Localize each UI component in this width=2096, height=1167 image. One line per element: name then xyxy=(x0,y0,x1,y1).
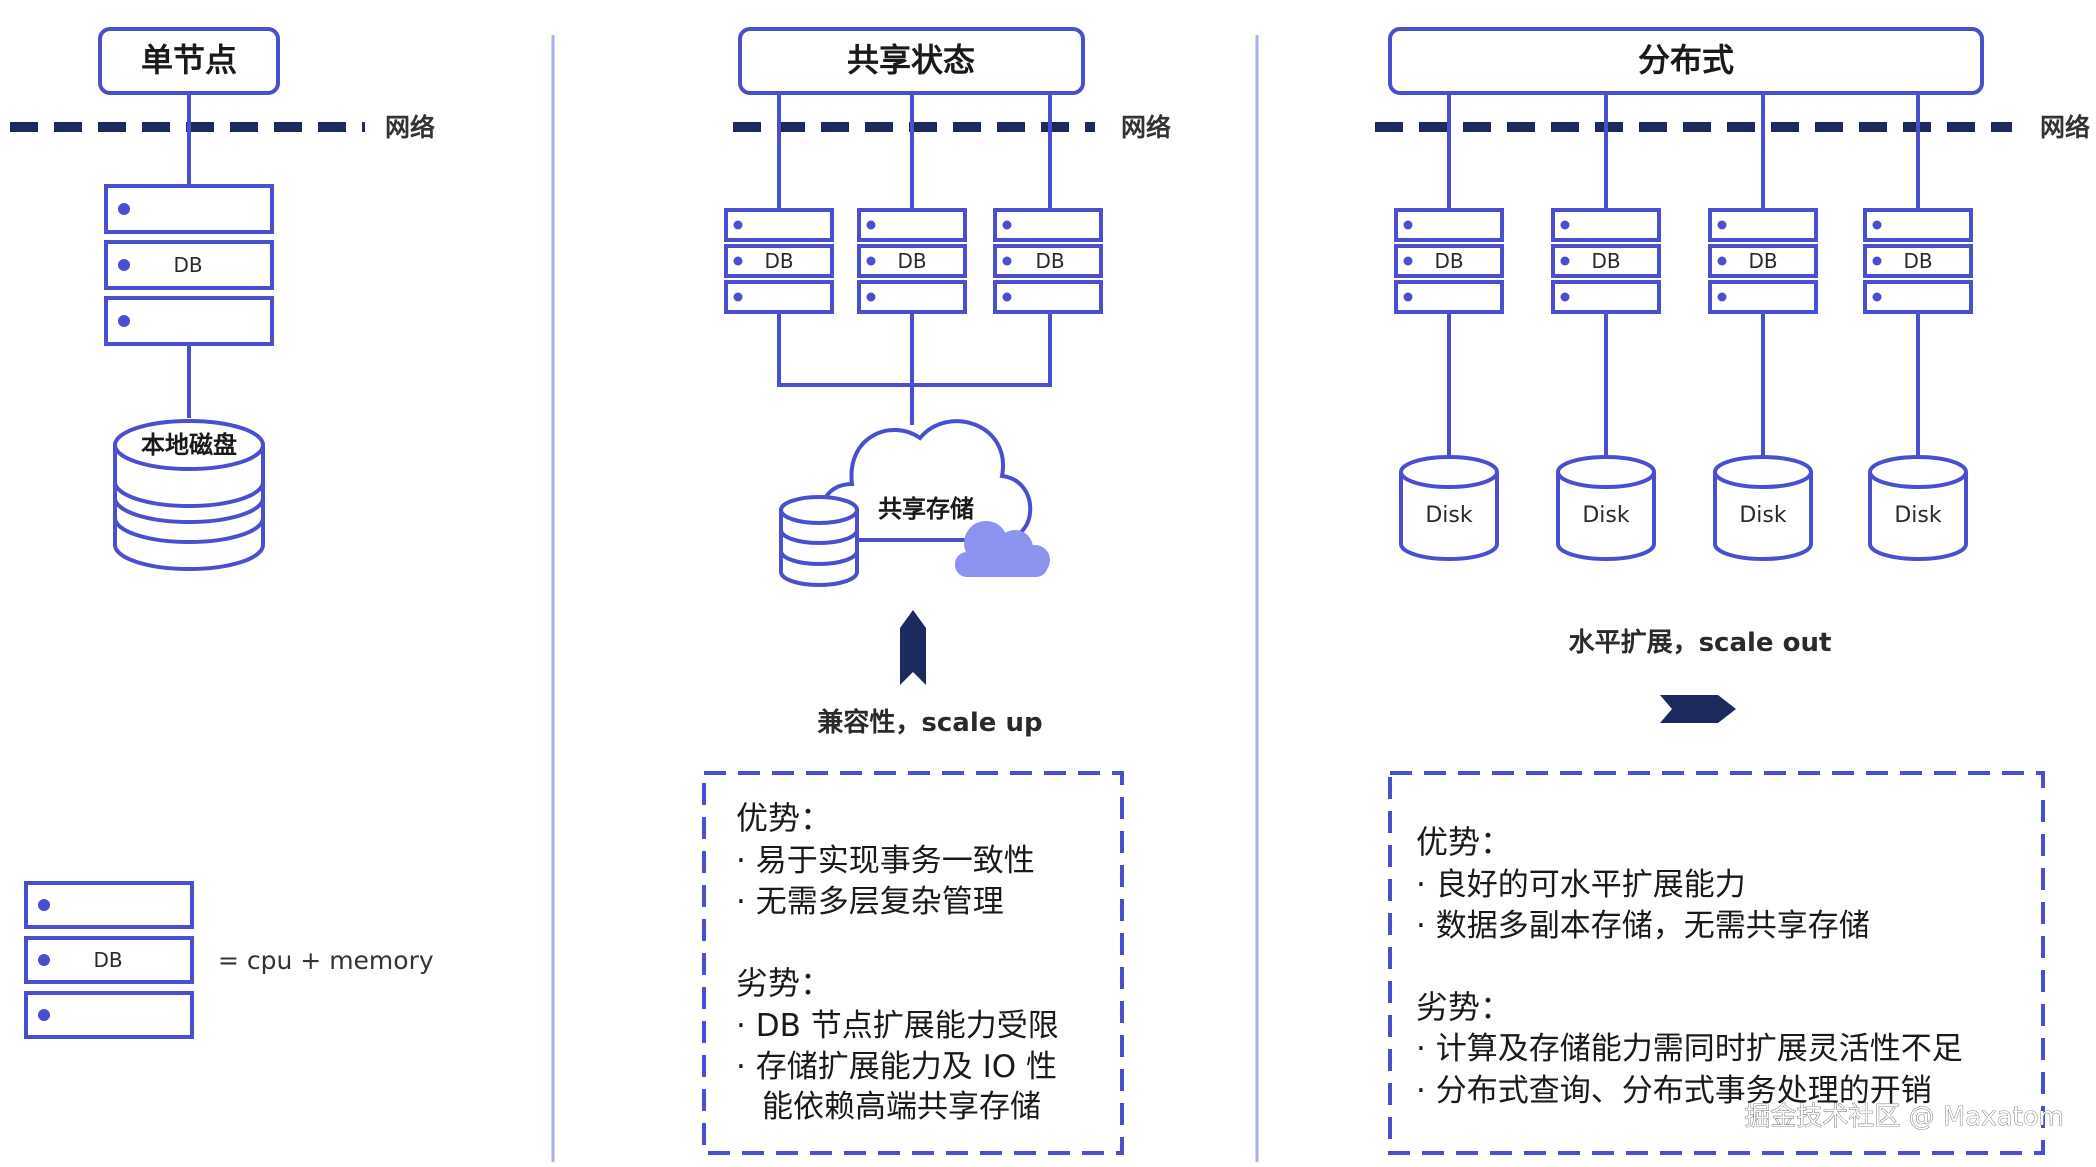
shared-pro-2: · 无需多层复杂管理 xyxy=(736,884,1004,920)
disk-icon-4 xyxy=(1868,472,1968,561)
shared-storage-label: 共享存储 xyxy=(878,495,974,523)
local-disk-icon: 本地磁盘 xyxy=(113,419,265,571)
shared-con-3: 能依赖高端共享存储 xyxy=(762,1089,1041,1125)
watermark: 掘金技术社区 @ Maxatom xyxy=(1744,1102,2064,1132)
cloud-accent xyxy=(955,521,1050,577)
distributed-node-4: DB Disk xyxy=(1863,93,1973,561)
disk-icon-3 xyxy=(1713,472,1813,561)
distributed-node-2: DB Disk xyxy=(1551,93,1661,561)
local-disk-label: 本地磁盘 xyxy=(141,431,237,459)
shared-pros-heading: 优势： xyxy=(736,799,832,837)
shared-con-1: · DB 节点扩展能力受限 xyxy=(736,1008,1059,1044)
svg-text:Disk: Disk xyxy=(1425,503,1473,528)
legend-equation: = cpu + memory xyxy=(218,946,434,975)
shared-db-server-1: DB xyxy=(724,208,834,314)
shared-db-server-2: DB xyxy=(857,208,967,314)
panel-shared-state: 共享状态 网络 DB DB DB xyxy=(702,27,1171,1155)
shared-storage-cloud-icon: 共享存储 xyxy=(779,419,1050,587)
distributed-pro-1: · 良好的可水平扩展能力 xyxy=(1416,867,1746,903)
distributed-node-1: DB Disk xyxy=(1394,93,1504,561)
shared-cons-heading: 劣势： xyxy=(736,964,832,1002)
panel-single-node: 单节点 网络 DB 本地磁盘 DB xyxy=(10,27,435,1039)
shared-network-label: 网络 xyxy=(1121,113,1171,142)
svg-text:DB: DB xyxy=(1035,249,1064,273)
shared-scale-caption: 兼容性，scale up xyxy=(817,707,1042,738)
svg-text:Disk: Disk xyxy=(1582,503,1630,528)
distributed-title: 分布式 xyxy=(1638,41,1734,79)
distributed-con-1: · 计算及存储能力需同时扩展灵活性不足 xyxy=(1416,1031,1963,1067)
shared-bus xyxy=(777,312,1052,425)
legend-db-label: DB xyxy=(93,948,122,972)
legend-db-server: DB xyxy=(24,881,194,1039)
distributed-pros-heading: 优势： xyxy=(1416,823,1512,861)
distributed-cons-heading: 劣势： xyxy=(1416,988,1512,1026)
distributed-node-3: DB Disk xyxy=(1708,93,1818,561)
panel-distributed: 分布式 网络 DB Disk DB xyxy=(1375,27,2090,1155)
svg-text:DB: DB xyxy=(1748,249,1777,273)
distributed-title-box xyxy=(1388,27,1984,95)
single-db-label: DB xyxy=(173,253,202,277)
svg-text:Disk: Disk xyxy=(1739,503,1787,528)
disk-icon-1 xyxy=(1399,472,1499,561)
shared-pro-1: · 易于实现事务一致性 xyxy=(736,843,1035,879)
svg-text:DB: DB xyxy=(1434,249,1463,273)
shared-title: 共享状态 xyxy=(847,41,975,79)
shared-summary-box xyxy=(702,771,1124,1155)
shared-db-server-3: DB xyxy=(993,208,1103,314)
svg-text:Disk: Disk xyxy=(1894,503,1942,528)
single-title: 单节点 xyxy=(141,41,237,79)
distributed-scale-caption: 水平扩展，scale out xyxy=(1569,628,1832,658)
svg-text:DB: DB xyxy=(897,249,926,273)
svg-text:DB: DB xyxy=(764,249,793,273)
disk-icon-2 xyxy=(1556,472,1656,561)
svg-text:DB: DB xyxy=(1591,249,1620,273)
distributed-pro-2: · 数据多副本存储，无需共享存储 xyxy=(1416,908,1870,944)
single-db-server: DB xyxy=(104,184,274,346)
single-network-label: 网络 xyxy=(385,113,435,142)
distributed-con-2: · 分布式查询、分布式事务处理的开销 xyxy=(1416,1073,1932,1109)
scale-up-arrow-icon xyxy=(900,610,926,685)
shared-storage-db-icon xyxy=(779,495,859,587)
shared-con-2: · 存储扩展能力及 IO 性 xyxy=(736,1049,1057,1085)
svg-text:DB: DB xyxy=(1903,249,1932,273)
distributed-summary-box xyxy=(1388,771,2045,1155)
scale-out-arrow-icon xyxy=(1660,695,1736,723)
distributed-network-label: 网络 xyxy=(2040,113,2090,142)
